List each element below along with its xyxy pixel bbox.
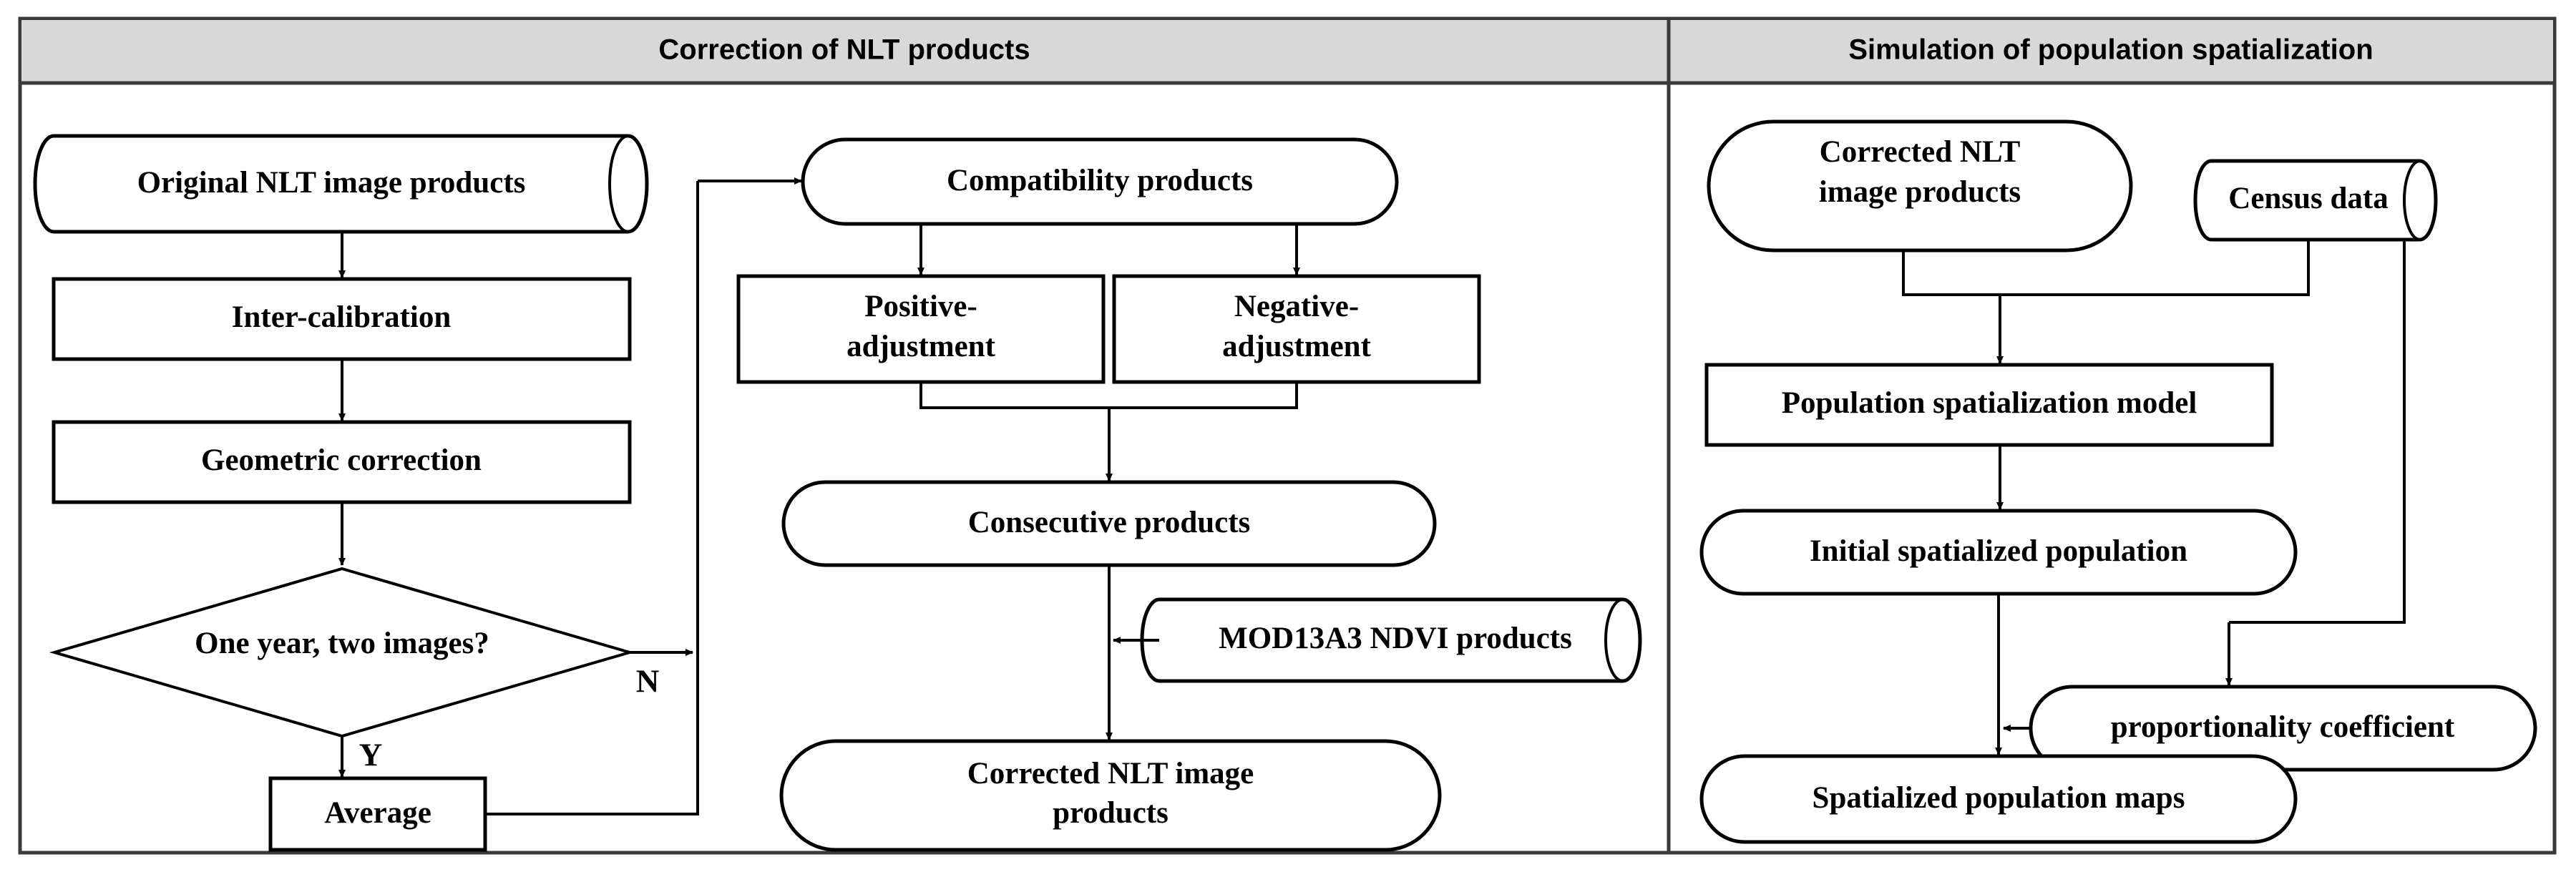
node-label: proportionality coefficient <box>2111 710 2455 744</box>
node-mod13a3-ndvi-products: MOD13A3 NDVI products <box>1140 597 1642 683</box>
node-spatialized-population-maps: Spatialized population maps <box>1699 754 2298 844</box>
node-label: Inter-calibration <box>232 300 452 334</box>
node-inter-calibration: Inter-calibration <box>52 277 632 361</box>
node-label: Average <box>324 796 431 830</box>
node-label: Consecutive products <box>968 506 1251 539</box>
node-label-line2: adjustment <box>847 330 996 363</box>
node-label: MOD13A3 NDVI products <box>1219 622 1572 655</box>
stadium-body <box>801 137 1399 226</box>
node-label-line1: Corrected NLT image <box>967 757 1254 790</box>
node-proportionality-coefficient: proportionality coefficient <box>2029 685 2537 772</box>
node-label: One year, two images? <box>195 627 489 660</box>
node-census-data: Census data <box>2193 159 2438 242</box>
node-label: Population spatialization model <box>1782 386 2197 420</box>
node-label: Geometric correction <box>201 444 482 477</box>
header-band <box>21 20 2553 83</box>
node-corrected-nlt-image-products-left: Corrected NLT image products <box>779 739 1442 852</box>
node-label: Original NLT image products <box>137 166 526 200</box>
edge-inputs-join-right <box>1902 240 2310 296</box>
rect-body <box>736 274 1106 384</box>
rect-body <box>52 420 632 504</box>
node-initial-spatialized-population: Initial spatialized population <box>1699 509 2298 596</box>
rect-body <box>268 776 487 852</box>
stadium-body <box>1699 754 2298 844</box>
node-label-line2: adjustment <box>1222 330 1372 363</box>
node-geometric-correction: Geometric correction <box>52 420 632 504</box>
node-consecutive-products: Consecutive products <box>781 480 1437 567</box>
edge-label-yes: Y <box>359 737 383 773</box>
cylinder-cap <box>2403 160 2421 241</box>
node-corrected-nlt-image-products-right: Corrected NLT image products <box>1707 119 2133 253</box>
node-label-line1: Positive- <box>864 290 977 323</box>
edge-label-no: N <box>636 663 660 699</box>
node-population-spatialization-model: Population spatialization model <box>1704 363 2274 447</box>
node-label: Initial spatialized population <box>1810 534 2187 568</box>
rect-body <box>1704 363 2274 447</box>
node-label: Census data <box>2228 182 2388 215</box>
cylinder-cap <box>608 134 629 233</box>
node-original-nlt-image-products: Original NLT image products <box>33 134 649 234</box>
edge-census-trunk-right <box>2229 240 2406 624</box>
right-panel-header: Simulation of population spatialization <box>1848 34 2373 66</box>
cylinder-cap <box>1604 598 1624 682</box>
stadium-body <box>779 739 1442 852</box>
node-negative-adjustment: Negative- adjustment <box>1112 274 1481 384</box>
node-average: Average <box>268 776 487 852</box>
stadium-body <box>1707 119 2133 253</box>
edge-average-to-trunk <box>485 181 699 815</box>
node-label-line1: Corrected NLT <box>1820 135 2021 169</box>
node-label-line2: products <box>1053 796 1169 830</box>
left-panel-header: Correction of NLT products <box>658 34 1030 66</box>
node-label-line2: image products <box>1819 175 2021 209</box>
node-label-line1: Negative- <box>1234 290 1359 323</box>
node-label: Spatialized population maps <box>1813 781 2185 815</box>
node-one-year-two-images-decision: One year, two images? <box>49 567 635 738</box>
node-compatibility-products: Compatibility products <box>801 137 1399 226</box>
node-positive-adjustment: Positive- adjustment <box>736 274 1106 384</box>
node-label: Compatibility products <box>947 164 1253 197</box>
